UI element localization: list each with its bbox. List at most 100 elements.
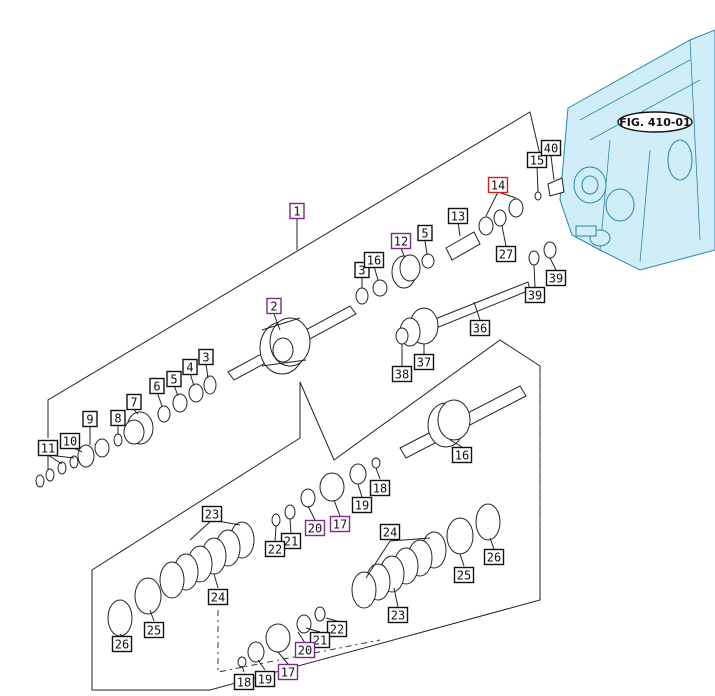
callout-number: 16 bbox=[367, 254, 381, 268]
callout-box bbox=[143, 621, 165, 639]
callout-box bbox=[387, 606, 409, 624]
callout-38: 38 bbox=[391, 365, 413, 383]
callout-number: 23 bbox=[391, 609, 405, 623]
callout-box bbox=[451, 446, 473, 464]
assembly-1-bracket bbox=[47, 111, 541, 438]
callout-box bbox=[201, 505, 223, 523]
callout-27: 27 bbox=[495, 245, 517, 263]
callout-box bbox=[417, 224, 433, 242]
callout-number: 2 bbox=[270, 300, 277, 314]
callout-22: 22 bbox=[326, 620, 348, 638]
callout-box bbox=[469, 319, 491, 337]
callout-box bbox=[379, 523, 401, 541]
callout-box bbox=[447, 207, 469, 225]
callout-17: 17 bbox=[277, 663, 299, 681]
callout-number: 1 bbox=[293, 205, 300, 219]
leader-lines bbox=[47, 155, 557, 673]
callout-number: 36 bbox=[473, 322, 487, 336]
callout-box bbox=[254, 670, 276, 688]
callout-box bbox=[545, 269, 567, 287]
callout-number: 9 bbox=[86, 413, 93, 427]
callout-1: 1 bbox=[289, 202, 305, 220]
transmission-housing bbox=[559, 29, 715, 271]
callout-number: 17 bbox=[333, 518, 347, 532]
callout-2: 2 bbox=[266, 297, 282, 315]
callout-box bbox=[111, 635, 133, 653]
callout-number: 17 bbox=[281, 666, 295, 680]
callout-26: 26 bbox=[111, 635, 133, 653]
callout-5: 5 bbox=[166, 370, 182, 388]
callout-number: 10 bbox=[63, 435, 77, 449]
callout-number: 12 bbox=[394, 235, 408, 249]
callout-box bbox=[391, 365, 413, 383]
callout-18: 18 bbox=[369, 479, 391, 497]
callout-box bbox=[487, 176, 509, 194]
callout-number: 26 bbox=[487, 551, 501, 565]
callout-box bbox=[526, 151, 548, 169]
callout-23: 23 bbox=[387, 606, 409, 624]
callout-39: 39 bbox=[545, 269, 567, 287]
callout-box bbox=[289, 202, 305, 220]
callout-number: 14 bbox=[491, 179, 505, 193]
callout-number: 21 bbox=[313, 634, 327, 648]
callout-10: 10 bbox=[59, 432, 81, 450]
callout-number: 11 bbox=[41, 442, 55, 456]
callout-number: 40 bbox=[544, 142, 558, 156]
callout-20: 20 bbox=[304, 519, 326, 537]
callout-box bbox=[453, 566, 475, 584]
callout-box bbox=[264, 540, 286, 558]
callout-box bbox=[540, 139, 562, 157]
callout-box bbox=[309, 631, 331, 649]
callout-box bbox=[329, 515, 351, 533]
callout-8: 8 bbox=[110, 409, 126, 427]
callout-number: 3 bbox=[202, 351, 209, 365]
callout-box bbox=[233, 673, 255, 691]
callout-box bbox=[363, 251, 385, 269]
callout-40: 40 bbox=[540, 139, 562, 157]
figure-tag: FIG. 410-01 bbox=[617, 111, 693, 133]
callout-number: 24 bbox=[383, 526, 397, 540]
callout-number: 26 bbox=[115, 638, 129, 652]
callout-number: 20 bbox=[308, 522, 322, 536]
callout-number: 15 bbox=[530, 154, 544, 168]
callout-5: 5 bbox=[417, 224, 433, 242]
callout-number: 38 bbox=[395, 368, 409, 382]
callout-number: 39 bbox=[549, 272, 563, 286]
callout-box bbox=[149, 377, 165, 395]
callout-number: 39 bbox=[528, 289, 542, 303]
callout-number: 5 bbox=[170, 373, 177, 387]
callout-number: 4 bbox=[186, 361, 193, 375]
callout-25: 25 bbox=[143, 621, 165, 639]
callout-14: 14 bbox=[487, 176, 509, 194]
callout-box bbox=[37, 439, 59, 457]
callout-box bbox=[207, 588, 229, 606]
callout-37: 37 bbox=[413, 353, 435, 371]
main-shaft bbox=[227, 305, 357, 381]
callout-box bbox=[166, 370, 182, 388]
callout-25: 25 bbox=[453, 566, 475, 584]
callout-7: 7 bbox=[126, 393, 142, 411]
callout-number: 23 bbox=[205, 508, 219, 522]
callout-number: 7 bbox=[130, 396, 137, 410]
callout-box bbox=[495, 245, 517, 263]
callout-box bbox=[351, 496, 373, 514]
callout-number: 13 bbox=[451, 210, 465, 224]
callout-23: 23 bbox=[201, 505, 223, 523]
callout-box bbox=[413, 353, 435, 371]
callout-16: 16 bbox=[451, 446, 473, 464]
figure-label: FIG. 410-01 bbox=[619, 116, 690, 129]
callout-number: 22 bbox=[268, 543, 282, 557]
callout-box bbox=[82, 410, 98, 428]
callout-number: 18 bbox=[237, 676, 251, 690]
callout-box bbox=[369, 479, 391, 497]
callout-19: 19 bbox=[351, 496, 373, 514]
callout-box bbox=[277, 663, 299, 681]
callout-number: 19 bbox=[355, 499, 369, 513]
callout-number: 22 bbox=[330, 623, 344, 637]
callout-20: 20 bbox=[294, 641, 316, 659]
callout-4: 4 bbox=[182, 358, 198, 376]
callout-15: 15 bbox=[526, 151, 548, 169]
callout-16: 16 bbox=[363, 251, 385, 269]
callout-number: 3 bbox=[358, 264, 365, 278]
detail-inset bbox=[91, 339, 541, 691]
